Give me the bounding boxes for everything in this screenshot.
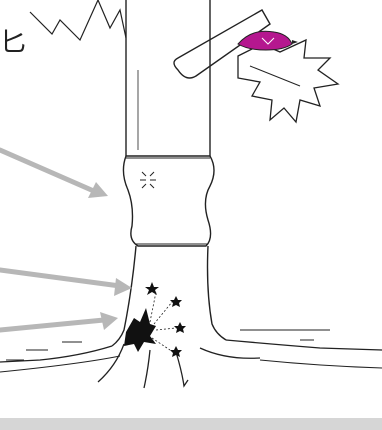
pointer-arrows <box>0 147 132 333</box>
bird-wing <box>261 37 275 45</box>
tree-branch <box>173 9 271 79</box>
star-icon <box>145 282 186 357</box>
tree-roots <box>0 339 382 389</box>
bird-beak <box>292 40 298 44</box>
top-leaf <box>29 0 127 42</box>
partial-text-label: 匕 <box>0 28 27 58</box>
middle-trunk-segment <box>122 155 215 247</box>
ground-lines <box>0 329 382 373</box>
arrow-to-middle-segment <box>0 147 99 195</box>
bark-mark-icon <box>140 171 156 189</box>
lower-trunk <box>111 245 227 347</box>
footer-bar <box>0 418 382 430</box>
upper-trunk <box>125 0 211 156</box>
right-leaf-vein <box>249 65 301 87</box>
arrow-to-lower-trunk <box>0 267 123 289</box>
arrow-to-damage <box>0 317 107 333</box>
crack-icon <box>124 308 156 352</box>
